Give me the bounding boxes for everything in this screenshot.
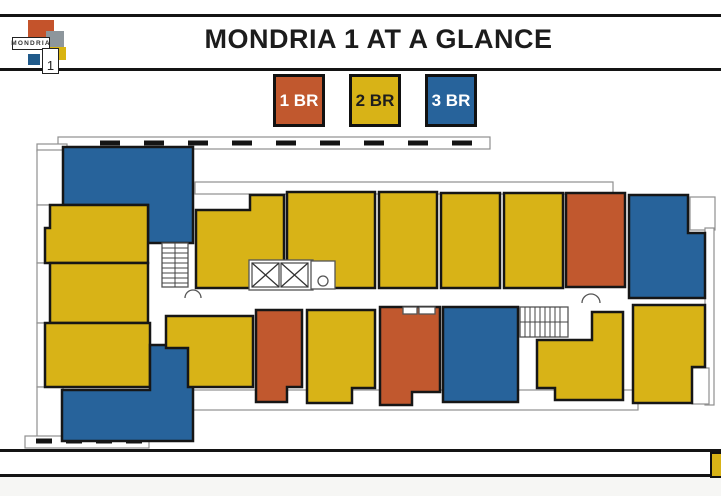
elevator-x (251, 262, 280, 288)
unit-3br (627, 193, 707, 300)
logo-gray-square (46, 31, 64, 48)
logo-brand-text: MONDRIA (11, 37, 50, 50)
unit-1br (564, 191, 627, 289)
unit-2br (43, 203, 150, 265)
top-border-line (0, 14, 721, 17)
header-divider-line (0, 68, 721, 71)
closet (402, 306, 418, 315)
elevator-x (280, 262, 309, 288)
unit-2br (535, 310, 625, 402)
unit-shapes (43, 145, 707, 443)
page-title: MONDRIA 1 AT A GLANCE (204, 24, 553, 54)
legend-item-2br: 2 BR (349, 74, 401, 127)
unit-2br (377, 190, 439, 290)
unit-2br (631, 303, 707, 405)
door-arc (581, 293, 601, 304)
unit-2br (439, 191, 502, 290)
unit-2br (305, 308, 377, 405)
mondria-logo: MONDRIA 1 (0, 0, 90, 80)
stairs-treads (162, 243, 188, 287)
top-right-balcony (689, 196, 716, 231)
footer-border-line (0, 474, 721, 477)
plan-bottom-border-line (0, 449, 721, 452)
toilet-icon (317, 275, 329, 287)
unit-3br (441, 305, 520, 404)
unit-2br (48, 261, 150, 325)
unit-2br (43, 321, 152, 389)
logo-blue-square (28, 54, 40, 65)
page-background-below (0, 477, 721, 496)
bottom-right-balcony (691, 367, 710, 405)
logo-number: 1 (42, 48, 59, 74)
stairs-treads (520, 307, 568, 337)
unit-2br (164, 314, 255, 389)
core-layer (161, 242, 601, 338)
legend-item-1br: 1 BR (273, 74, 325, 127)
unit-1br (254, 308, 304, 404)
footer-yellow-block (710, 452, 721, 478)
unit-2br (502, 191, 565, 290)
balconies-layer (24, 136, 716, 449)
legend-item-3br: 3 BR (425, 74, 477, 127)
left-balcony (36, 149, 64, 206)
closet (418, 306, 436, 315)
legend: 1 BR 2 BR 3 BR (273, 74, 477, 127)
door-arc (184, 289, 202, 299)
unit-1br (378, 305, 442, 407)
